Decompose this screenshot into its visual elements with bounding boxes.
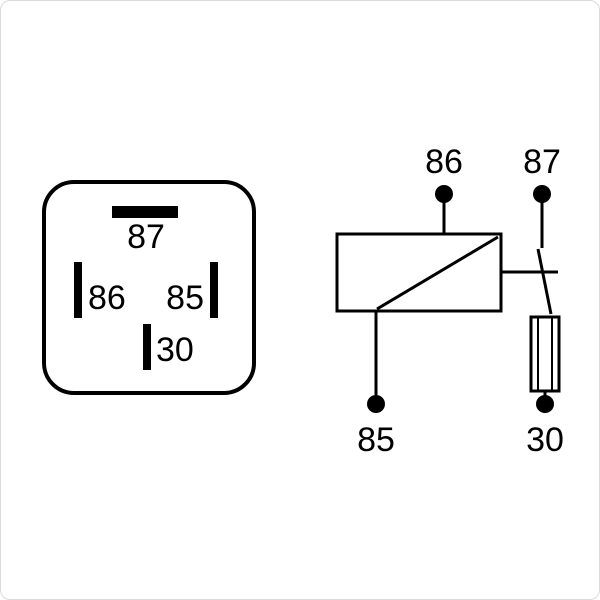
relay-base-view: 87 86 85 30 [42,180,256,395]
terminal-87-label: 87 [523,143,561,181]
terminal-30-dot [536,395,554,413]
pin-85-label: 85 [166,279,204,317]
relay-base-outline [42,180,256,395]
pin-85-slot [210,262,218,318]
pin-87-slot [112,206,178,218]
pin-87-label: 87 [127,218,165,256]
terminal-30-label: 30 [526,421,564,459]
terminal-86-label: 86 [425,143,463,181]
coil-box [335,232,503,313]
resistor-body [529,315,561,393]
switch-blade [536,248,553,315]
coil-diagonal [376,235,499,311]
pin-86-label: 86 [88,279,126,317]
relay-schematic: 86 85 87 30 [335,143,564,459]
resistor-inner [537,316,553,392]
pin-30-slot [143,324,151,370]
terminal-85-label: 85 [357,421,395,459]
pin-86-slot [74,262,82,318]
pin-30-label: 30 [156,331,194,369]
terminal-85-dot [367,395,385,413]
